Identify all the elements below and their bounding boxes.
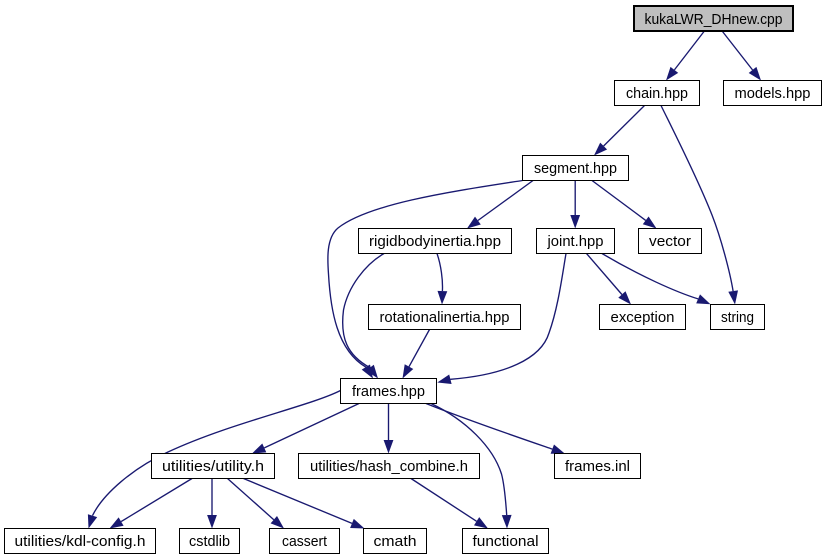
svg-text:vector: vector: [649, 233, 691, 250]
svg-text:kukaLWR_DHnew.cpp: kukaLWR_DHnew.cpp: [645, 11, 783, 28]
svg-text:segment.hpp: segment.hpp: [534, 160, 617, 177]
svg-text:functional: functional: [473, 533, 539, 550]
svg-text:cmath: cmath: [374, 533, 417, 550]
svg-text:joint.hpp: joint.hpp: [547, 233, 604, 250]
svg-text:rigidbodyinertia.hpp: rigidbodyinertia.hpp: [369, 233, 501, 250]
svg-text:exception: exception: [611, 309, 675, 326]
svg-text:utilities/hash_combine.h: utilities/hash_combine.h: [310, 458, 468, 475]
svg-text:frames.hpp: frames.hpp: [352, 383, 425, 400]
svg-text:chain.hpp: chain.hpp: [626, 85, 688, 102]
svg-text:rotationalinertia.hpp: rotationalinertia.hpp: [380, 309, 510, 326]
svg-text:string: string: [721, 309, 754, 326]
svg-text:utilities/kdl-config.h: utilities/kdl-config.h: [15, 533, 146, 550]
svg-text:frames.inl: frames.inl: [565, 458, 630, 475]
svg-text:cassert: cassert: [282, 533, 328, 550]
svg-text:models.hpp: models.hpp: [735, 85, 811, 102]
svg-text:utilities/utility.h: utilities/utility.h: [162, 458, 264, 475]
svg-text:cstdlib: cstdlib: [189, 533, 230, 550]
